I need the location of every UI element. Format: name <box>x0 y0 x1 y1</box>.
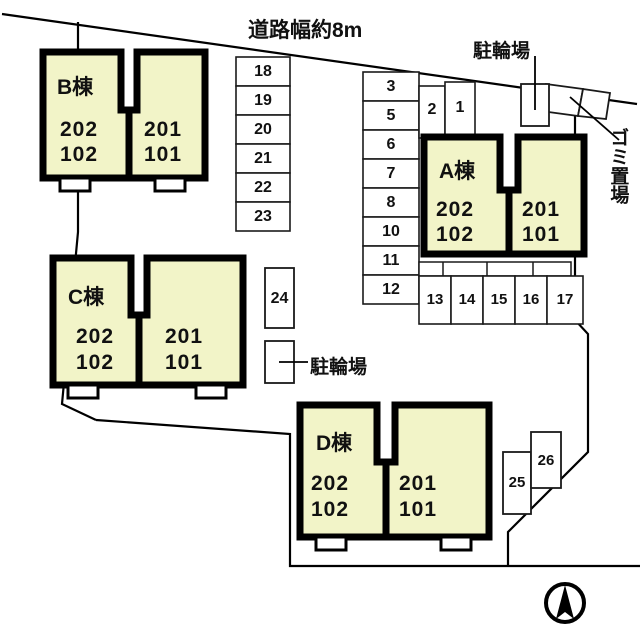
building-c-name: C棟 <box>68 286 105 309</box>
garbage-area-label: ゴミ置場 <box>607 128 629 204</box>
parking-stall-25: 25 <box>508 474 526 491</box>
parking-stall-21: 21 <box>254 150 272 167</box>
building-d-name: D棟 <box>316 432 353 455</box>
parking-stall-3: 3 <box>386 78 396 95</box>
parking-stall-5: 5 <box>386 107 396 124</box>
parking-stall-10: 10 <box>382 223 400 240</box>
parking-stall-23: 23 <box>254 208 272 225</box>
parking-stall-22: 22 <box>254 179 272 196</box>
parking-stall-20: 20 <box>254 121 272 138</box>
building-a-unit-102: 102 <box>436 223 475 246</box>
road-width-label: 道路幅約8m <box>248 19 363 42</box>
building-a-shape <box>420 133 588 258</box>
parking-stall-12: 12 <box>382 281 400 298</box>
building-c-shape <box>49 254 247 400</box>
building-d-unit-202: 202 <box>311 472 350 495</box>
building-b-unit-202: 202 <box>60 118 99 141</box>
parking-stall-1: 1 <box>455 99 465 116</box>
parking-stall-2: 2 <box>427 101 437 118</box>
building-c-unit-101: 101 <box>165 351 204 374</box>
building-d-unit-102: 102 <box>311 498 350 521</box>
building-d-shape <box>296 401 493 552</box>
parking-stall-24: 24 <box>270 290 289 307</box>
building-a-unit-202: 202 <box>436 198 475 221</box>
parking-stall-26: 26 <box>537 452 555 469</box>
building-c-unit-102: 102 <box>76 351 115 374</box>
walkway-strip <box>418 261 572 277</box>
building-b-unit-101: 101 <box>144 143 183 166</box>
building-b-name: B棟 <box>57 76 94 99</box>
building-d-unit-101: 101 <box>399 498 438 521</box>
building-a-unit-101: 101 <box>522 223 561 246</box>
building-c-unit-202: 202 <box>76 325 115 348</box>
parking-stall-13: 13 <box>426 291 444 308</box>
building-b-unit-102: 102 <box>60 143 99 166</box>
bicycle-parking-mid-shape <box>264 340 308 384</box>
building-a-unit-201: 201 <box>522 198 561 221</box>
parking-top-pair <box>418 81 476 139</box>
building-a-name: A棟 <box>439 160 476 183</box>
bicycle-parking-top-shape <box>520 56 550 127</box>
parking-stall-6: 6 <box>386 136 396 153</box>
building-b-shape <box>39 48 209 193</box>
building-c-unit-201: 201 <box>165 325 204 348</box>
parking-stall-18: 18 <box>254 63 272 80</box>
garbage-area-shape <box>539 82 620 141</box>
parking-stall-7: 7 <box>386 165 396 182</box>
compass-north-arrow <box>544 582 586 624</box>
parking-stall-19: 19 <box>254 92 272 109</box>
bicycle-parking-mid-label: 駐輪場 <box>310 357 368 378</box>
parking-column-18-23 <box>235 56 291 232</box>
parking-stall-24-shape <box>264 267 295 329</box>
parking-stall-16: 16 <box>522 291 540 308</box>
parking-stall-14: 14 <box>458 291 476 308</box>
parking-pair-25-26 <box>502 431 562 515</box>
parking-stall-8: 8 <box>386 194 396 211</box>
parking-stall-15: 15 <box>490 291 508 308</box>
building-d-unit-201: 201 <box>399 472 438 495</box>
parking-row-13-17 <box>418 275 584 325</box>
bicycle-parking-top-label: 駐輪場 <box>473 41 531 62</box>
parking-column-a-left <box>362 71 420 305</box>
parking-stall-17: 17 <box>556 291 574 308</box>
building-b-unit-201: 201 <box>144 118 183 141</box>
parking-stall-11: 11 <box>382 252 400 269</box>
